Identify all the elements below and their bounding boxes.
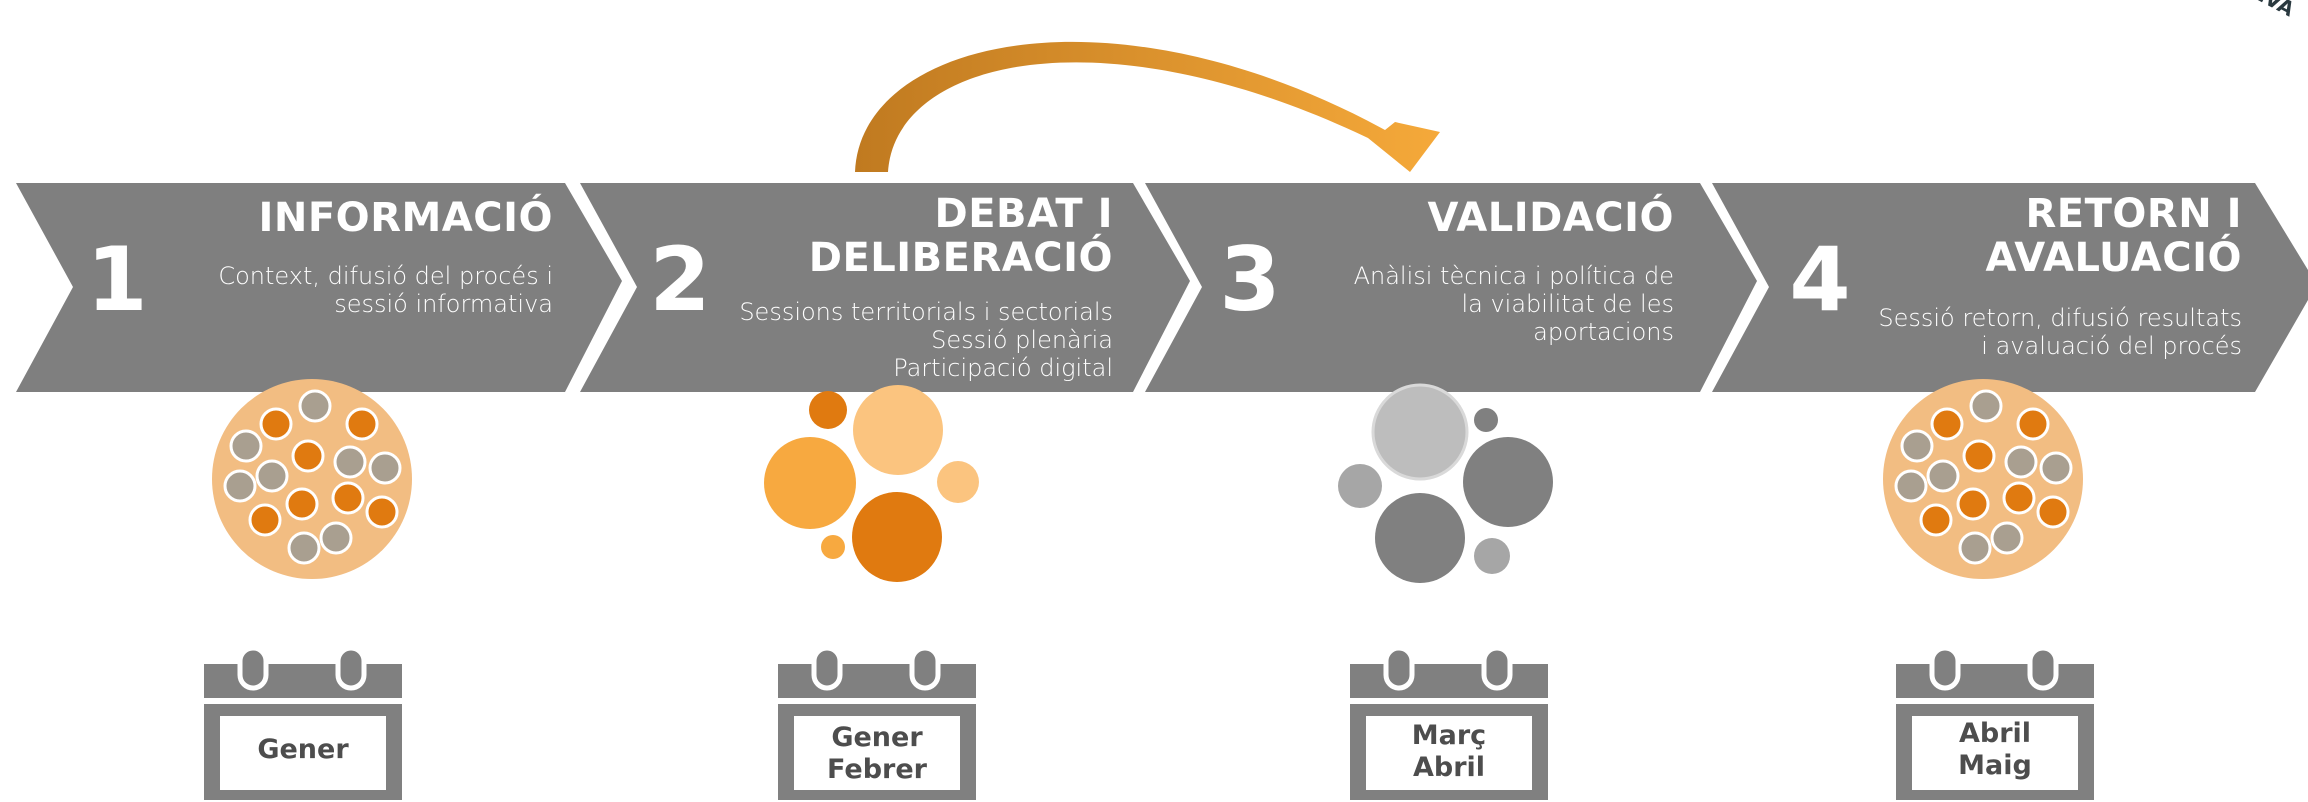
validation-bubbles [1338, 383, 1553, 583]
participants-cluster-4 [1883, 379, 2083, 579]
step-title: INFORMACIÓ [153, 196, 553, 240]
calendar-label: Març Abril [1374, 720, 1524, 784]
curved-arrow [855, 41, 1440, 172]
step-description-line: Context, difusió del procés i [218, 262, 553, 290]
step-number: 4 [1789, 228, 1851, 331]
calendar-icon [1350, 645, 1548, 800]
calendar-label-line: Gener [257, 734, 349, 765]
step-title: RETORN I AVALUACIÓ [1822, 192, 2242, 280]
discussion-bubbles [764, 385, 979, 582]
step-title-line: INFORMACIÓ [258, 195, 553, 241]
step-description-line: sessió informativa [334, 290, 553, 318]
calendar-label-line: Abril [1958, 718, 2032, 749]
chevron-step-1 [16, 183, 622, 392]
calendar-label: Abril Maig [1920, 718, 2070, 782]
participants-cluster-1 [212, 379, 412, 579]
step-number: 2 [649, 228, 711, 331]
step-description-line: Sessions territorials i sectorials [739, 298, 1113, 326]
chevron-step-2 [580, 183, 1190, 392]
step-description-line: aportacions [1533, 318, 1674, 346]
step-description-line: i avaluació del procés [1981, 332, 2242, 360]
calendar-label-line: Maig [1958, 750, 2032, 781]
step-description: Sessió retorn, difusió resultats i avalu… [1802, 304, 2242, 360]
step-description: Context, difusió del procés i sessió inf… [113, 262, 553, 318]
step-description-line: Anàlisi tècnica i política de [1353, 262, 1674, 290]
calendar-label-line: Febrer [827, 754, 927, 785]
step-title: DEBAT I DELIBERACIÓ [693, 192, 1113, 280]
step-title-line: VALIDACIÓ [1427, 195, 1674, 241]
step-title-line: DELIBERACIÓ [808, 235, 1113, 281]
step-description: Anàlisi tècnica i política de la viabili… [1254, 262, 1674, 346]
step-number: 3 [1219, 228, 1281, 331]
calendar-icon [1896, 645, 2094, 800]
calendar-label-line: Abril [1412, 752, 1486, 783]
step-title: VALIDACIÓ [1274, 196, 1674, 240]
chevron-step-3 [1145, 183, 1757, 392]
step-description-line: Sessió plenària [931, 326, 1113, 354]
step-number: 1 [86, 228, 148, 331]
calendar-label: Gener Febrer [802, 722, 952, 786]
step-description-line: Sessió retorn, difusió resultats [1878, 304, 2242, 332]
chevron-step-4 [1712, 183, 2308, 392]
step-description-line: Participació digital [893, 354, 1113, 382]
step-title-line: DEBAT I [934, 191, 1113, 237]
step-description-line: la viabilitat de les [1461, 290, 1674, 318]
step-description: Sessions territorials i sectorials Sessi… [673, 298, 1113, 382]
calendar-label: Gener [228, 734, 378, 766]
step-title-line: AVALUACIÓ [1985, 235, 2242, 281]
step-title-line: RETORN I [2025, 191, 2242, 237]
calendar-icon [204, 645, 402, 800]
calendar-icon [778, 645, 976, 800]
calendar-label-line: Març [1411, 720, 1487, 751]
calendar-label-line: Gener [831, 722, 923, 753]
